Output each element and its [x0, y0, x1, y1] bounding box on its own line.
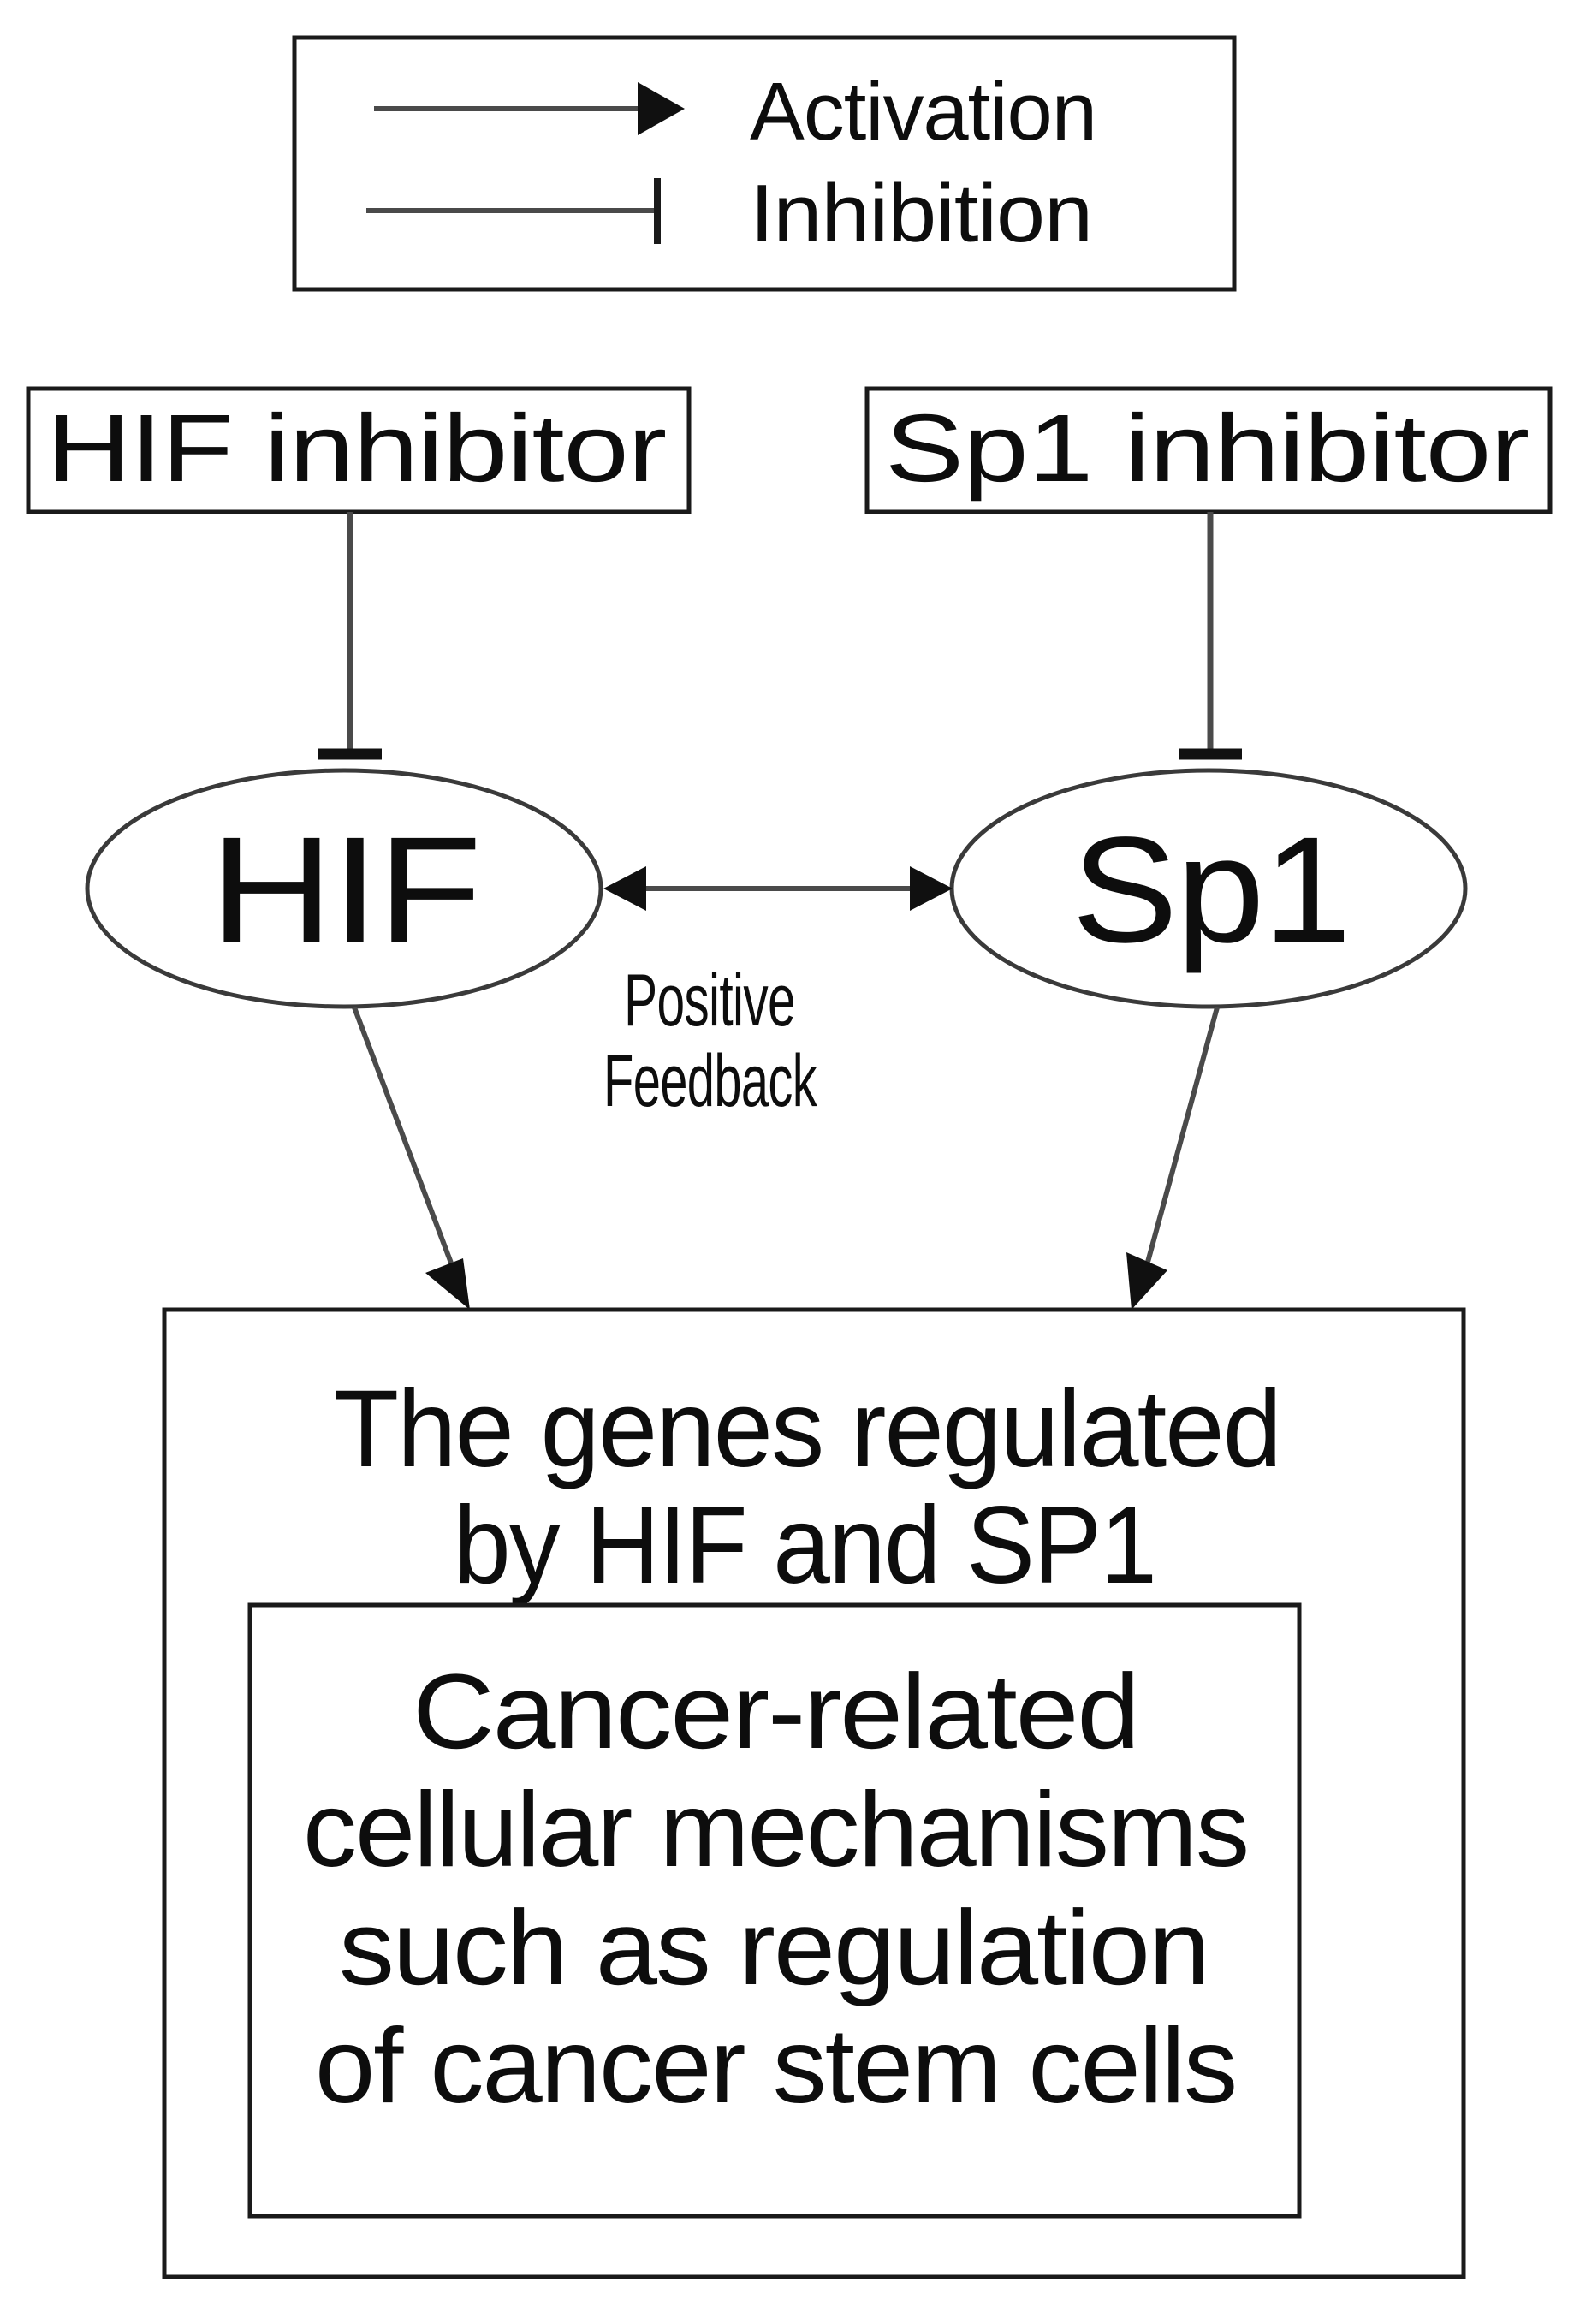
node-sp1-inhibitor[interactable]: Sp1 inhibitor — [864, 386, 1553, 514]
node-hif[interactable]: HIF — [85, 768, 603, 1009]
sp1-label: Sp1 — [1072, 806, 1350, 974]
inhibition-tee-icon — [366, 178, 661, 244]
sp1-inhibitor-label: Sp1 inhibitor — [885, 395, 1529, 502]
feedback-label-line1: Positive — [624, 960, 795, 1042]
legend-label-activation: Activation — [750, 66, 1096, 158]
cancer-box-line3: such as regulation — [339, 1889, 1209, 2007]
edge-hif-inhibitor-to-hif — [318, 512, 382, 760]
feedback-arrowhead-right — [910, 866, 953, 911]
legend-label-inhibition: Inhibition — [750, 168, 1092, 259]
node-cancer-inner-box[interactable]: Cancer-related cellular mechanisms such … — [247, 1602, 1302, 2219]
hif-ellipse-shape — [85, 768, 603, 1009]
hif-inhibitor-label: HIF inhibitor — [46, 395, 666, 502]
edge-sp1-inhibitor-to-sp1 — [1179, 512, 1242, 760]
edge-sp1-to-genes-box — [1126, 1007, 1220, 1310]
hif-label: HIF — [210, 806, 480, 974]
cancer-box-line4: of cancer stem cells — [315, 2007, 1236, 2125]
node-sp1[interactable]: Sp1 — [949, 768, 1468, 1009]
hif-inhibitor-box-border — [26, 386, 692, 514]
sp1-to-genes-arrowhead — [1126, 1252, 1167, 1310]
cancer-box-line1: Cancer-related — [413, 1653, 1138, 1771]
cancer-box-line2: cellular mechanisms — [303, 1771, 1248, 1889]
node-hif-inhibitor[interactable]: HIF inhibitor — [26, 386, 692, 514]
sp1-inhibitor-box-border — [864, 386, 1553, 514]
cancer-inner-box-border — [247, 1602, 1302, 2219]
edge-hif-to-genes-box — [352, 1006, 470, 1310]
genes-box-line2: by HIF and SP1 — [454, 1484, 1155, 1607]
genes-box-line1: The genes regulated — [334, 1368, 1280, 1490]
legend-box: Activation Inhibition — [292, 35, 1237, 292]
feedback-arrowhead-left — [603, 866, 646, 911]
activation-arrow-icon — [374, 82, 685, 135]
hif-to-genes-arrowhead — [425, 1258, 470, 1310]
legend-box-border — [292, 35, 1237, 292]
edge-hif-sp1-positive-feedback — [603, 866, 953, 911]
feedback-label-line2: Feedback — [603, 1040, 817, 1122]
